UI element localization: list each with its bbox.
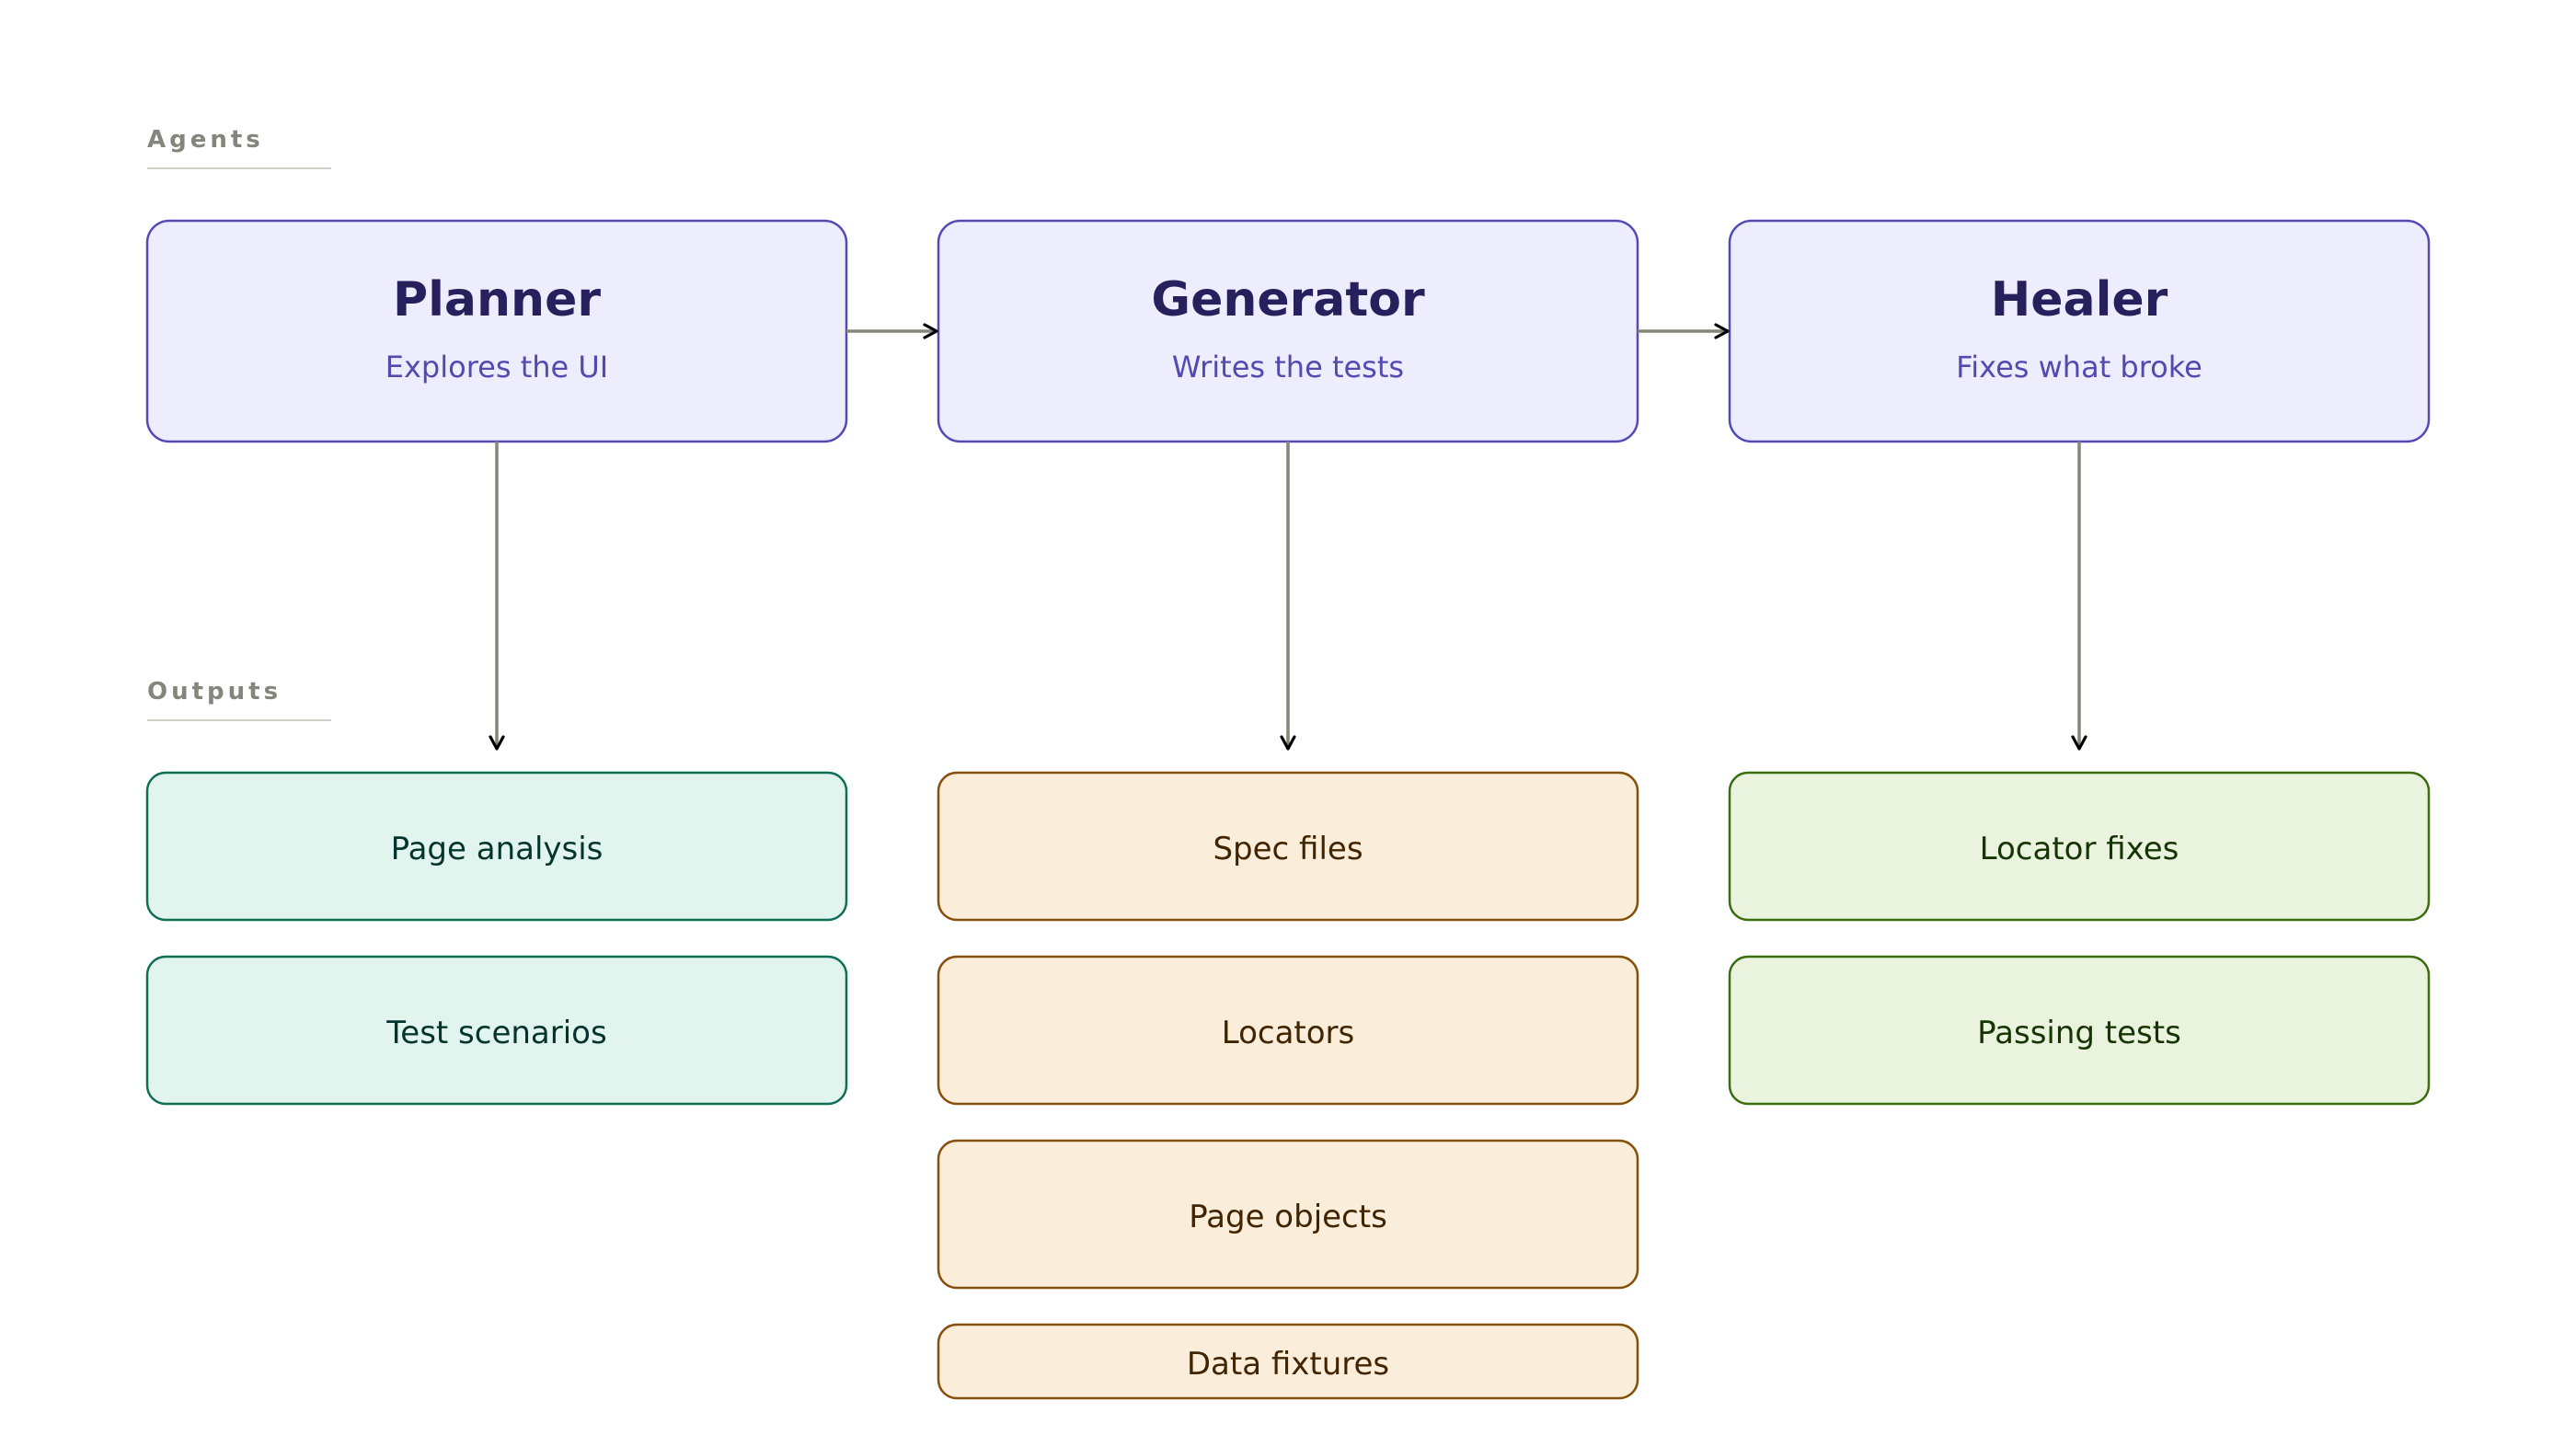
output-label: Test scenarios [385, 1015, 606, 1051]
agent-title-healer: Healer [1991, 272, 2168, 327]
output-label: Data fixtures [1187, 1346, 1389, 1383]
agent-card-healer[interactable]: Healer Fixes what broke [1728, 219, 2431, 443]
output-label: Locators [1222, 1015, 1355, 1051]
output-label: Page analysis [391, 831, 604, 867]
output-box-test-scenarios[interactable]: Test scenarios [145, 955, 848, 1106]
output-box-locator-fixes[interactable]: Locator fixes [1728, 771, 2431, 922]
agent-card-generator[interactable]: Generator Writes the tests [937, 219, 1639, 443]
agent-subtitle-healer: Fixes what broke [1956, 350, 2202, 385]
output-label: Passing tests [1977, 1015, 2181, 1051]
output-box-data-fixtures[interactable]: Data fixtures [937, 1323, 1639, 1400]
output-box-locators[interactable]: Locators [937, 955, 1639, 1106]
section-label-outputs: Outputs [147, 678, 282, 706]
output-box-passing-tests[interactable]: Passing tests [1728, 955, 2431, 1106]
output-label: Spec files [1213, 831, 1363, 867]
agent-title-generator: Generator [1151, 272, 1425, 327]
output-box-spec-files[interactable]: Spec files [937, 771, 1639, 922]
agent-title-planner: Planner [393, 272, 601, 327]
agent-card-planner[interactable]: Planner Explores the UI [145, 219, 848, 443]
output-box-page-objects[interactable]: Page objects [937, 1139, 1639, 1290]
output-label: Locator fixes [1980, 831, 2179, 867]
agent-subtitle-planner: Explores the UI [385, 350, 608, 385]
output-box-page-analysis[interactable]: Page analysis [145, 771, 848, 922]
agent-subtitle-generator: Writes the tests [1172, 350, 1404, 385]
section-label-agents: Agents [147, 126, 264, 154]
output-label: Page objects [1189, 1199, 1387, 1235]
